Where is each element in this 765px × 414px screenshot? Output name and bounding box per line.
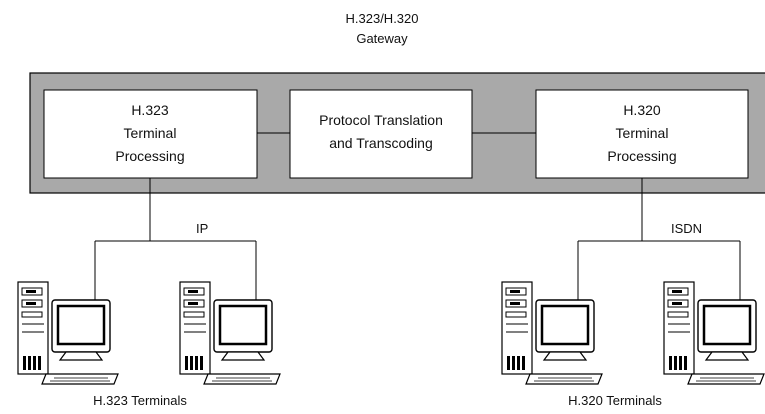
desktop-computer-icon [178,280,282,386]
protocol-translation-box: Protocol Translation and Transcoding [289,89,473,179]
h320-terminals-caption: H.320 Terminals [568,393,662,408]
isdn-network-lines [577,178,741,305]
left-box-line3: Processing [115,148,184,164]
gateway-title-line2: Gateway [356,31,408,46]
desktop-computer-icon [16,280,120,386]
ip-label: IP [196,221,208,236]
desktop-computer-icon [500,280,604,386]
desktop-computer-icon [662,280,765,386]
isdn-label: ISDN [671,221,702,236]
right-box-line1: H.320 [623,102,661,118]
left-box-line1: H.323 [131,102,169,118]
center-box-line1: Protocol Translation [319,112,443,128]
left-box-line2: Terminal [124,125,177,141]
ip-network-lines [94,178,257,305]
right-box-line3: Processing [607,148,676,164]
right-box-line2: Terminal [616,125,669,141]
gateway-title-line1: H.323/H.320 [346,11,419,26]
h323-terminal-processing-box: H.323 Terminal Processing [43,89,258,179]
h320-terminal-processing-box: H.320 Terminal Processing [535,89,749,179]
h323-terminals-caption: H.323 Terminals [93,393,187,408]
center-box-line2: and Transcoding [329,135,433,151]
